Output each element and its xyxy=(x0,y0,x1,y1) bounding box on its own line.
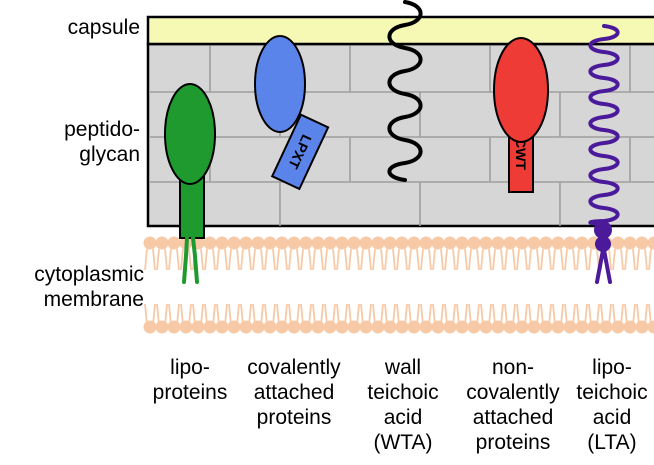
component-label-covalent-proteins: covalently attached proteins xyxy=(235,355,353,430)
component-label-wta: wall teichoic acid (WTA) xyxy=(358,355,448,455)
component-label-noncovalent-proteins: non- covalently attached proteins xyxy=(452,355,574,455)
lipid-bilayer xyxy=(144,237,654,334)
peptidoglycan-label: peptido- glycan xyxy=(64,117,140,167)
capsule-label: capsule xyxy=(68,15,140,40)
component-label-lipoproteins: lipo- proteins xyxy=(145,355,235,405)
capsule-layer xyxy=(148,17,654,44)
component-label-lta: lipo- teichoic acid (LTA) xyxy=(570,355,654,455)
membrane-label: cytoplasmic membrane xyxy=(34,262,144,312)
